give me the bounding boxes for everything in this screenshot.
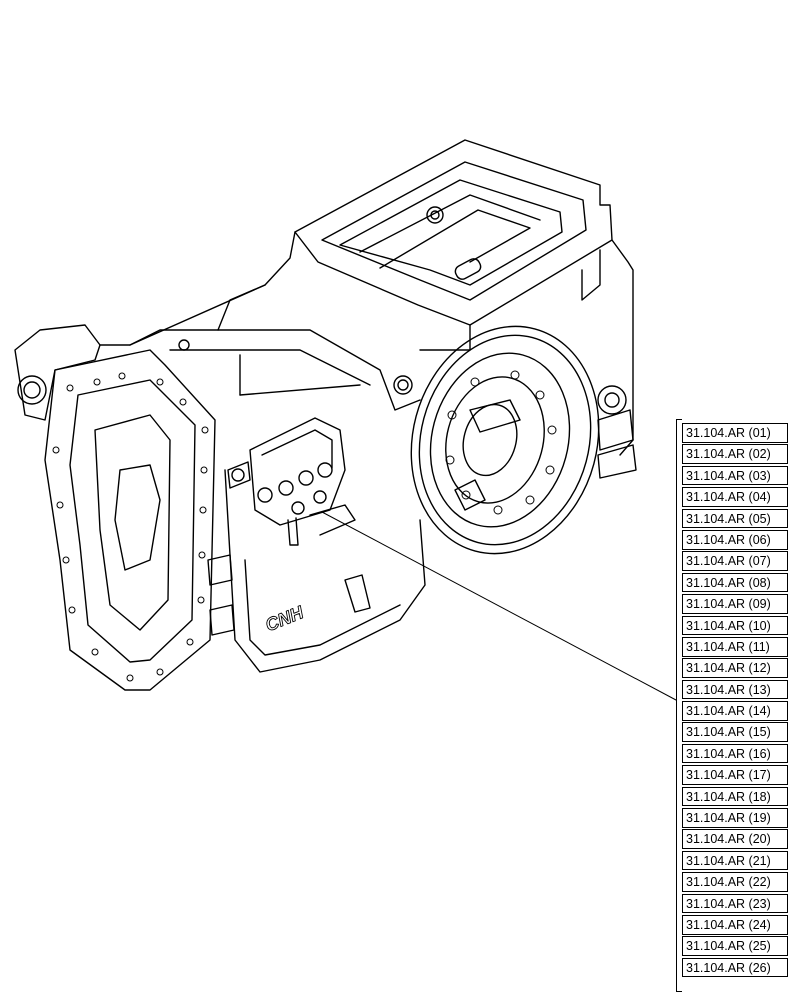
reference-link[interactable]: 31.104.AR (06) <box>682 529 788 550</box>
reference-link[interactable]: 31.104.AR (01) <box>682 423 788 443</box>
reference-link[interactable]: 31.104.AR (24) <box>682 914 788 935</box>
reference-link[interactable]: 31.104.AR (04) <box>682 487 788 507</box>
cnh-cast-outline: CNH <box>263 602 308 636</box>
valve-block <box>227 417 356 546</box>
reference-link[interactable]: 31.104.AR (15) <box>682 722 788 743</box>
reference-link[interactable]: 31.104.AR (20) <box>682 829 788 850</box>
reference-link[interactable]: 31.104.AR (08) <box>682 572 788 593</box>
lower-casting: CNH CNH <box>207 469 426 673</box>
reference-link[interactable]: 31.104.AR (10) <box>682 615 788 636</box>
reference-link[interactable]: 31.104.AR (26) <box>682 957 788 978</box>
reference-link[interactable]: 31.104.AR (14) <box>682 701 788 721</box>
reference-link[interactable]: 31.104.AR (22) <box>682 872 788 892</box>
left-lug <box>14 324 101 421</box>
reference-link[interactable]: 31.104.AR (07) <box>682 551 788 571</box>
reference-link[interactable]: 31.104.AR (19) <box>682 808 788 828</box>
reference-link[interactable]: 31.104.AR (09) <box>682 594 788 614</box>
reference-link[interactable]: 31.104.AR (05) <box>682 508 788 529</box>
top-cover-flange <box>294 139 613 326</box>
reference-link[interactable]: 31.104.AR (25) <box>682 936 788 956</box>
reference-link[interactable]: 31.104.AR (03) <box>682 465 788 486</box>
reference-link[interactable]: 31.104.AR (18) <box>682 786 788 807</box>
reference-link[interactable]: 31.104.AR (21) <box>682 850 788 871</box>
reference-link[interactable]: 31.104.AR (17) <box>682 765 788 785</box>
reference-link[interactable]: 31.104.AR (16) <box>682 743 788 764</box>
main-housing-body <box>99 231 634 456</box>
reference-bracket <box>676 419 682 992</box>
leader-line <box>321 511 677 701</box>
rear-drive-flange <box>410 325 637 555</box>
reference-link[interactable]: 31.104.AR (23) <box>682 893 788 914</box>
reference-link[interactable]: 31.104.AR (11) <box>682 636 788 657</box>
reference-link[interactable]: 31.104.AR (13) <box>682 679 788 700</box>
reference-link[interactable]: 31.104.AR (12) <box>682 658 788 678</box>
front-flange <box>44 349 216 691</box>
reference-list: 31.104.AR (01)31.104.AR (02)31.104.AR (0… <box>682 423 788 979</box>
reference-link[interactable]: 31.104.AR (02) <box>682 444 788 464</box>
